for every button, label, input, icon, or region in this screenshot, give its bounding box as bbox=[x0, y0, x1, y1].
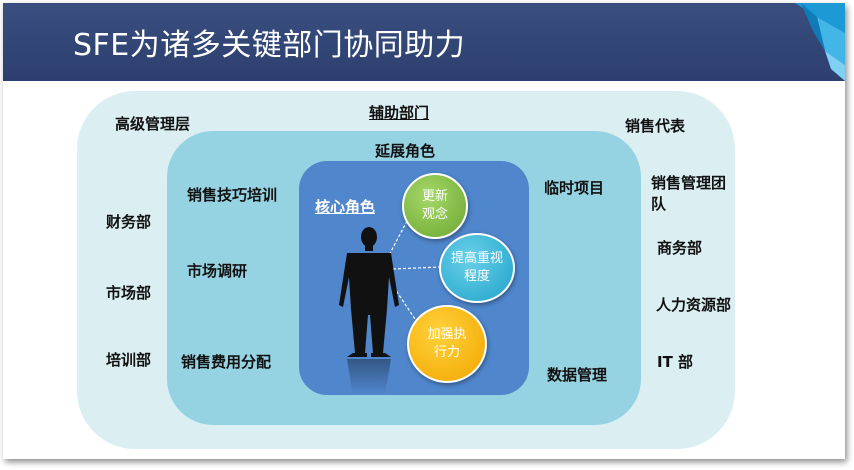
middle-right-item: 临时项目 bbox=[544, 179, 605, 197]
outer-right-item: 商务部 bbox=[657, 239, 703, 257]
outer-left-item: 培训部 bbox=[106, 351, 152, 369]
update-mindset-bubble: 更新观念 bbox=[402, 173, 468, 239]
middle-left-item: 销售技巧培训 bbox=[187, 186, 278, 204]
title-bar: SFE为诸多关键部门协同助力 bbox=[3, 3, 845, 81]
page-title: SFE为诸多关键部门协同助力 bbox=[73, 28, 466, 63]
outer-left-item: 财务部 bbox=[106, 213, 152, 231]
outer-right-item: 销售代表 bbox=[625, 117, 686, 135]
bubble-text: 加强执行力 bbox=[427, 327, 467, 360]
businessman-silhouette-icon bbox=[339, 227, 399, 395]
middle-left-item: 市场调研 bbox=[187, 262, 248, 280]
middle-left-item: 销售费用分配 bbox=[181, 353, 272, 371]
bubble-text: 提高重视程度 bbox=[450, 251, 503, 284]
corner-ribbon-icon bbox=[795, 3, 845, 81]
extended-roles-label: 延展角色 bbox=[375, 142, 436, 160]
raise-attention-bubble: 提高重视程度 bbox=[439, 233, 515, 303]
core-role-label: 核心角色 bbox=[315, 198, 376, 216]
strengthen-execution-bubble: 加强执行力 bbox=[407, 305, 487, 383]
auxiliary-departments-label: 辅助部门 bbox=[369, 104, 430, 122]
outer-right-item: 人力资源部 bbox=[656, 296, 732, 314]
outer-right-item: IT 部 bbox=[657, 353, 694, 371]
outer-left-item: 高级管理层 bbox=[115, 115, 191, 133]
bubble-text: 更新观念 bbox=[421, 189, 448, 222]
outer-left-item: 市场部 bbox=[106, 284, 152, 302]
middle-right-item: 数据管理 bbox=[547, 366, 608, 384]
outer-right-item: 销售管理团队 bbox=[651, 174, 727, 213]
slide: SFE为诸多关键部门协同助力 辅助部门 延展角色 核心角色 高级管理层 财务部 … bbox=[3, 3, 845, 459]
